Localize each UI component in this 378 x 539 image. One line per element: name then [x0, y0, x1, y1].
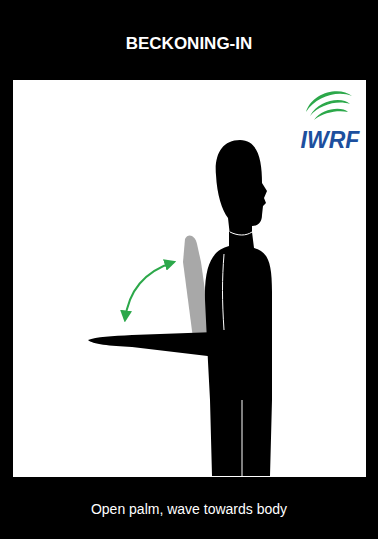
caption-text: Open palm, wave towards body — [0, 478, 378, 539]
logo-swoosh — [306, 91, 352, 120]
white-panel — [13, 80, 366, 477]
figure-lines — [223, 232, 253, 476]
figure-silhouette — [88, 140, 272, 476]
logo-text: IWRF — [298, 125, 362, 155]
title-text: BECKONING-IN — [0, 0, 378, 80]
motion-arrow — [125, 262, 174, 320]
